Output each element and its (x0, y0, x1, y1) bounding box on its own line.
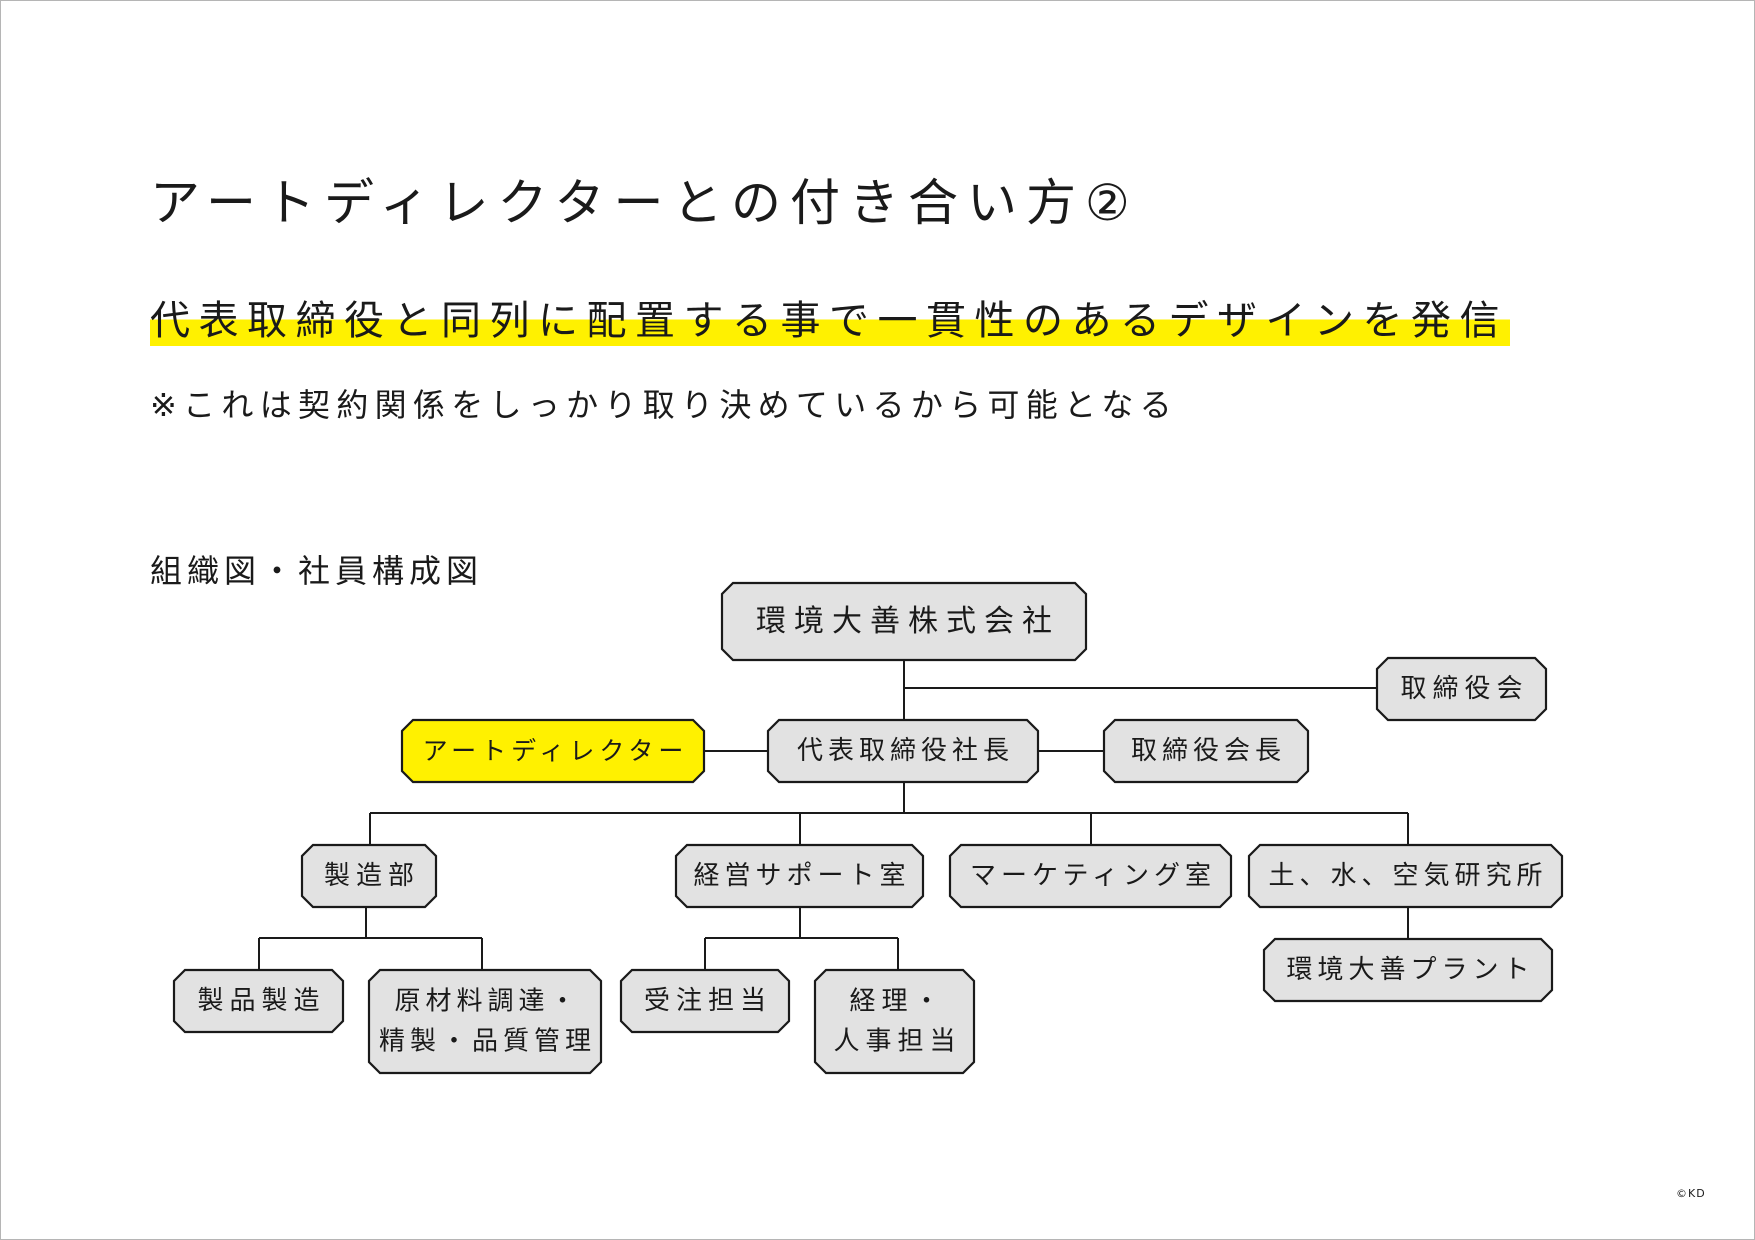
node-art-director-box (400, 718, 706, 784)
node-unit-plant-label: 環境大善プラント (1286, 955, 1534, 985)
node-ceo: 代表取締役社長 (766, 718, 1040, 784)
node-board-label: 取締役会 (1400, 674, 1528, 704)
node-unit-materials-quality-label-2: 精製・品質管理 (379, 1027, 596, 1057)
node-unit-accounting-hr-label-1: 経理・ (849, 986, 945, 1016)
node-dept-manufacturing: 製造部 (300, 843, 438, 909)
node-unit-plant: 環境大善プラント (1262, 937, 1554, 1003)
node-unit-order-handling-box (619, 968, 791, 1034)
node-ceo-box (766, 718, 1040, 784)
node-chairman-box (1102, 718, 1310, 784)
node-unit-accounting-hr-box (813, 968, 976, 1075)
node-unit-plant-box (1262, 937, 1554, 1003)
node-art-director-label: アートディレクター (423, 737, 689, 766)
node-board: 取締役会 (1375, 656, 1548, 722)
node-unit-materials-quality: 原材料調達・精製・品質管理 (367, 968, 603, 1075)
node-dept-research-box (1247, 843, 1564, 909)
node-chairman-label: 取締役会長 (1131, 736, 1286, 766)
node-company: 環境大善株式会社 (720, 581, 1088, 662)
node-dept-marketing: マーケティング室 (948, 843, 1233, 909)
note-text: ※これは契約関係をしっかり取り決めているから可能となる (150, 386, 1178, 424)
node-ceo-label: 代表取締役社長 (797, 736, 1014, 766)
node-unit-order-handling: 受注担当 (619, 968, 791, 1034)
node-dept-manufacturing-label: 製造部 (324, 861, 420, 891)
copyright-mark: ©KD (1676, 1187, 1706, 1200)
node-dept-marketing-box (948, 843, 1233, 909)
node-dept-management-support-label: 経営サポート室 (693, 861, 910, 891)
node-dept-management-support: 経営サポート室 (674, 843, 925, 909)
node-unit-product-manufacturing-label: 製品製造 (197, 986, 325, 1016)
node-unit-materials-quality-box (367, 968, 603, 1075)
page-title: アートディレクターとの付き合い方② (150, 174, 1139, 232)
section-label: 組織図・社員構成図 (150, 552, 484, 590)
node-dept-marketing-label: マーケティング室 (970, 861, 1216, 891)
node-chairman: 取締役会長 (1102, 718, 1310, 784)
node-unit-order-handling-label: 受注担当 (644, 986, 772, 1016)
node-board-box (1375, 656, 1548, 722)
node-unit-product-manufacturing: 製品製造 (172, 968, 345, 1034)
node-company-box (720, 581, 1088, 662)
node-unit-product-manufacturing-box (172, 968, 345, 1034)
org-chart-connectors (258, 660, 1409, 970)
subtitle-highlight-wrap: 代表取締役と同列に配置する事で一貫性のあるデザインを発信 (150, 288, 1510, 346)
node-unit-materials-quality-label-1: 原材料調達・ (394, 986, 580, 1016)
node-dept-research-label: 土、水、空気研究所 (1268, 861, 1547, 891)
node-dept-research: 土、水、空気研究所 (1247, 843, 1564, 909)
node-dept-manufacturing-box (300, 843, 438, 909)
highlighted-subtitle: 代表取締役と同列に配置する事で一貫性のあるデザインを発信 (150, 288, 1510, 346)
node-art-director: アートディレクター (400, 718, 706, 784)
node-unit-accounting-hr: 経理・人事担当 (813, 968, 976, 1075)
node-dept-management-support-box (674, 843, 925, 909)
node-unit-accounting-hr-label-2: 人事担当 (833, 1027, 961, 1057)
node-company-label: 環境大善株式会社 (756, 604, 1060, 639)
